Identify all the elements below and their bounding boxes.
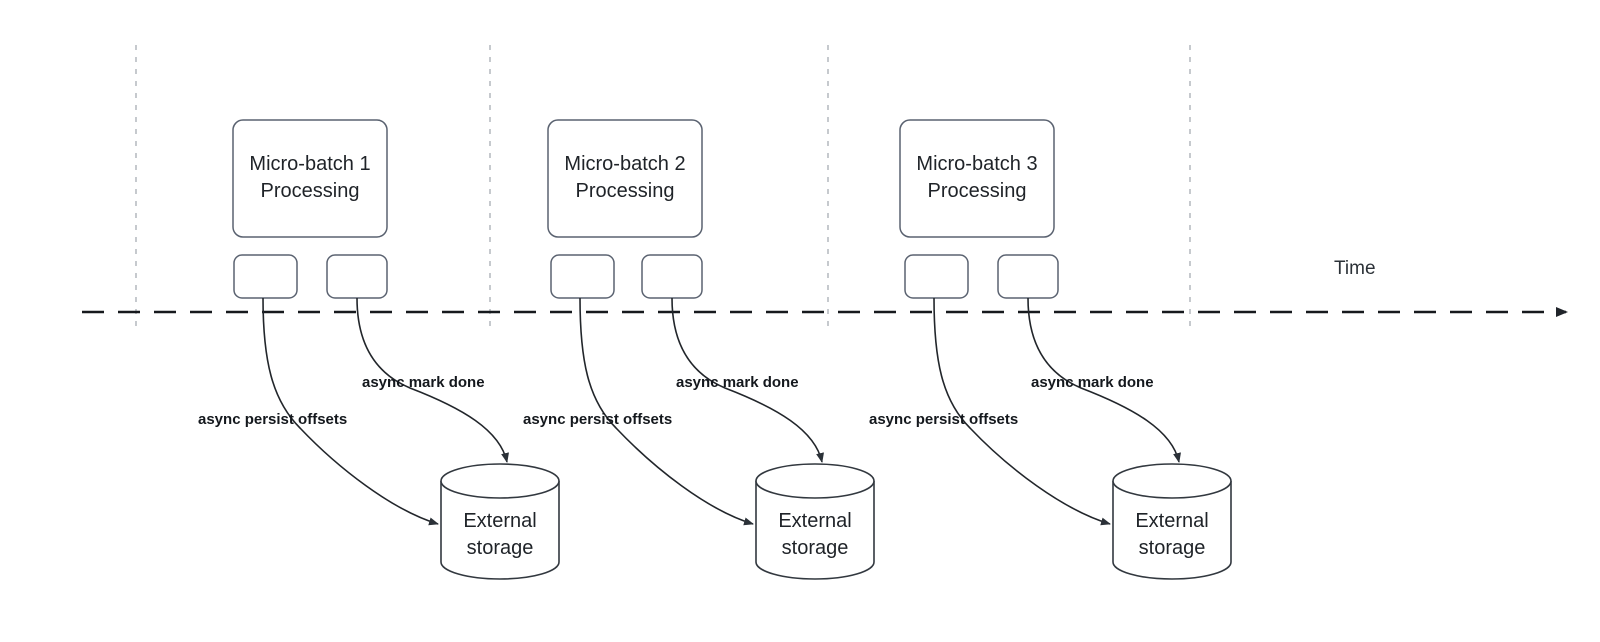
- micro-batch-3-box[interactable]: [899, 119, 1055, 238]
- external-storage-3-line2: storage: [1139, 537, 1206, 559]
- external-storage-3-line1: External: [1135, 510, 1208, 532]
- micro-batch-3-title-line2: Processing: [928, 180, 1027, 202]
- external-storage-1-body: [440, 481, 560, 580]
- micro-batch-2-mark-label: async mark done: [676, 374, 799, 391]
- micro-batch-3-group: Micro-batch 3 Processing async persist o…: [869, 119, 1232, 580]
- external-storage-1-line1: External: [463, 510, 536, 532]
- external-storage-2-body: [755, 481, 875, 580]
- micro-batch-2-task-box-mark[interactable]: [641, 254, 703, 299]
- micro-batch-1-mark-label: async mark done: [362, 374, 485, 391]
- micro-batch-2-persist-edge: [579, 297, 754, 526]
- micro-batch-3-title-line1: Micro-batch 3: [916, 153, 1037, 175]
- time-axis-label: Time: [1334, 258, 1376, 279]
- micro-batch-3-persist-edge: [933, 297, 1111, 526]
- external-storage-1-top: [440, 463, 560, 499]
- micro-batch-2-title-line1: Micro-batch 2: [564, 153, 685, 175]
- external-storage-2-line1: External: [778, 510, 851, 532]
- micro-batch-1-title-line2: Processing: [261, 180, 360, 202]
- micro-batch-1-task-box-persist[interactable]: [233, 254, 298, 299]
- micro-batch-3-mark-edge: [1027, 297, 1181, 463]
- micro-batch-3-task-box-mark[interactable]: [997, 254, 1059, 299]
- micro-batch-2-persist-label: async persist offsets: [523, 411, 672, 428]
- micro-batch-3-task-box-persist[interactable]: [904, 254, 969, 299]
- external-storage-2[interactable]: External storage: [755, 463, 875, 580]
- micro-batch-1-group: Micro-batch 1 Processing async persist o…: [198, 119, 560, 580]
- external-storage-3[interactable]: External storage: [1112, 463, 1232, 580]
- micro-batch-1-mark-edge: [356, 297, 509, 463]
- micro-batch-2-title-line2: Processing: [576, 180, 675, 202]
- external-storage-3-top: [1112, 463, 1232, 499]
- micro-batch-3-persist-label: async persist offsets: [869, 411, 1018, 428]
- micro-batch-2-task-box-persist[interactable]: [550, 254, 615, 299]
- micro-batch-2-mark-edge: [671, 297, 824, 463]
- micro-batch-1-persist-edge: [262, 297, 439, 526]
- micro-batch-1-box[interactable]: [232, 119, 388, 238]
- micro-batch-2-group: Micro-batch 2 Processing async persist o…: [523, 119, 875, 580]
- micro-batch-3-mark-label: async mark done: [1031, 374, 1154, 391]
- external-storage-1[interactable]: External storage: [440, 463, 560, 580]
- micro-batch-2-box[interactable]: [547, 119, 703, 238]
- micro-batch-1-title-line1: Micro-batch 1: [249, 153, 370, 175]
- external-storage-3-body: [1112, 481, 1232, 580]
- external-storage-2-top: [755, 463, 875, 499]
- external-storage-2-line2: storage: [782, 537, 849, 559]
- micro-batch-1-task-box-mark[interactable]: [326, 254, 388, 299]
- external-storage-1-line2: storage: [467, 537, 534, 559]
- micro-batch-1-persist-label: async persist offsets: [198, 411, 347, 428]
